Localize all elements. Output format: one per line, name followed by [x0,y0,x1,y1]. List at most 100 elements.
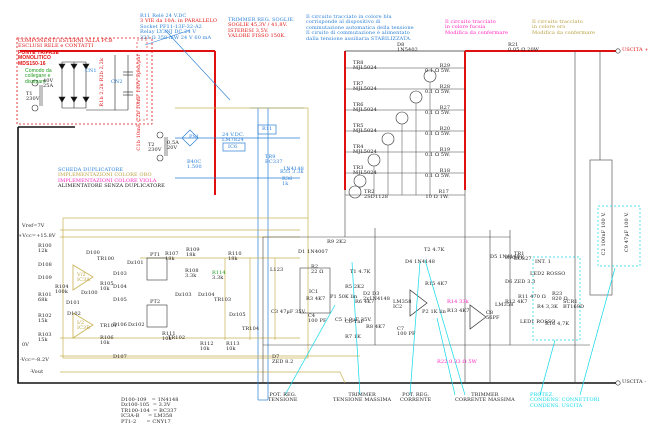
d4-label: D4 1N4148 [405,259,435,265]
ic2b-opamp [469,304,487,330]
r12-label: R12 4K7 [505,299,528,305]
r11-label: R11 [262,126,273,132]
d103-label: D103 [113,271,127,277]
pt1-label: PT1 [150,252,161,258]
d108-label: D108 [38,262,52,268]
lm358-b-label: LM358 [495,302,514,308]
pt2-optocoupler [146,304,168,328]
c9-label: C9 47µF 100 V. [624,212,630,253]
d109-label: D109 [38,275,52,281]
d7-label: D7 ZED 8.2 [272,354,294,366]
ic3a-opamp [72,264,94,291]
callout-lines [284,259,616,396]
r3-label: R3 4K7 [306,296,326,302]
cn1-label: CN1 [85,68,97,74]
emitter-resistor-label: R20 0.1 Ω 5W. [425,126,451,138]
ic2-opamp [409,289,428,317]
pt1-optocoupler [146,257,168,281]
dz101-label: Dz101 [127,260,144,266]
r11b-label: R11 470 Ω [518,294,546,300]
d1-label: D1 1N4007 [298,249,328,255]
d2d3-label: D2 D3 2x1N4148 [363,291,391,303]
power-transistor-symbol [395,111,409,125]
d107-label: D107 [113,354,127,360]
relay-pointer-2 [164,29,231,101]
c8-label: C8 56PF [486,310,500,322]
l123-label: L123 [270,267,284,273]
power-transistor-symbol [409,90,423,104]
power-transistor-label: TR7 MJL5024 [353,81,377,93]
int1-label: INT. 1 [535,259,551,265]
emitter-resistor-label: R28 0.1 Ω 5W. [425,84,451,96]
r36-label: R36 1k [282,176,293,188]
pcb-caps-callout: PROTEZ. CONDENS. CONNETTORI CONDENS. USC… [530,392,600,409]
r110-label: R110 18k [228,251,242,263]
r7-label: R7 1K [345,334,361,340]
cn2-label: CN2 [111,79,123,85]
dz103-label: Dz103 [175,292,192,298]
vref-label: Vref=7V [22,223,45,229]
pot-voltage-callout: POT. REG. TENSIONE [268,392,298,404]
r103-label: R103 15k [38,332,52,344]
power-transistor-label: TR3 MJL5024 [353,165,377,177]
d6-label: D6 ZED 3.3 [505,279,536,285]
regulator-wiring [262,51,613,383]
transformer-t2-symbol [156,131,168,162]
output-negative-terminal [615,380,621,386]
led1-label: LED1 ROSSO [520,319,556,325]
tr1-label: TR1 BC327 [514,251,532,263]
ic1-label: IC1 [309,289,319,295]
vcc-neg-label: -Vcc=-8.2V [20,357,49,363]
output-caps-box [597,205,641,267]
scr-label: SCR1 BT169D [563,299,585,311]
t2-secondary: 0,5A 20V [167,140,179,152]
pt2-label: PT2 [150,299,161,305]
r114-label: R114 3.3k [212,270,226,282]
ic6-label: IC6 [228,144,238,150]
r113-label: R113 10k [226,341,240,353]
bridge-mount-note: Comodo da collegare e dissipare [25,68,52,85]
bom-list: D100-109 = 1N4148 Dz100-105 = 3.3V TR100… [121,397,179,425]
tr101-label: TR101 [100,323,118,329]
r35-label: R35 3.3k [280,169,304,175]
tr9-label: TR9 BC337 [265,154,283,166]
r100-label: R100 12k [38,243,52,255]
d102-label: D102 [67,311,81,317]
power-transistor-label: TR6 MJL5024 [353,102,377,114]
r112-label: R112 10k [200,341,214,353]
power-transistor-array [345,67,465,199]
emitter-resistor-label: R27 0.1 Ω 5W. [425,105,451,117]
output-positive-label: USCITA + [622,47,649,53]
t1-label: T1 230V [26,91,40,103]
power-transistor-label: TR5 MJL5024 [353,123,377,135]
r4-label: R4 3,3K [537,304,558,310]
r14-label: R14 33k [447,299,469,305]
p1-label: P1 50K lin [330,294,358,300]
power-transistor-label: TR8 MJL5024 [353,60,377,72]
c4-label: C4 100 PF [308,313,327,325]
filter-capacitors [86,55,133,111]
int1-box [532,256,581,341]
transformer-t1-symbol [31,79,43,112]
bridge-rectifier [58,61,90,109]
t2-trimmer-label: T2 4.7K [424,247,445,253]
r5-label: R5 2K2 [345,284,365,290]
d104-label: D104 [113,284,127,290]
d5-label: D5 1N4148 [490,254,520,260]
power-transistor-label: TR4 MJL5024 [353,144,377,156]
relay-pointer [144,29,191,46]
r8-label: R8 4K7 [366,324,386,330]
tr2-label: TR2 2SD1128 [364,189,389,201]
t1-secondary: 40V 25A [43,78,54,90]
blue-circuit-note: Il circuito tracciato in colore blu corr… [306,14,414,42]
r109-label: R109 18k [186,247,200,259]
ps1-label: PS1 [189,134,200,140]
r101-label: R101 68k [38,292,52,304]
r16-label: R16 4,7K [545,321,570,327]
zero-v-label: 0V [22,342,29,348]
gold-circuit-note: Il circuito tracciato in colore oro Modi… [532,19,596,36]
trimmer-current-callout: TRIMMER CORRENTE MASSIMA [455,392,515,404]
c6-label: C6 1nF [345,319,365,325]
dz102-label: Dz102 [128,322,145,328]
c7-label: C7 100 PF [397,326,416,338]
